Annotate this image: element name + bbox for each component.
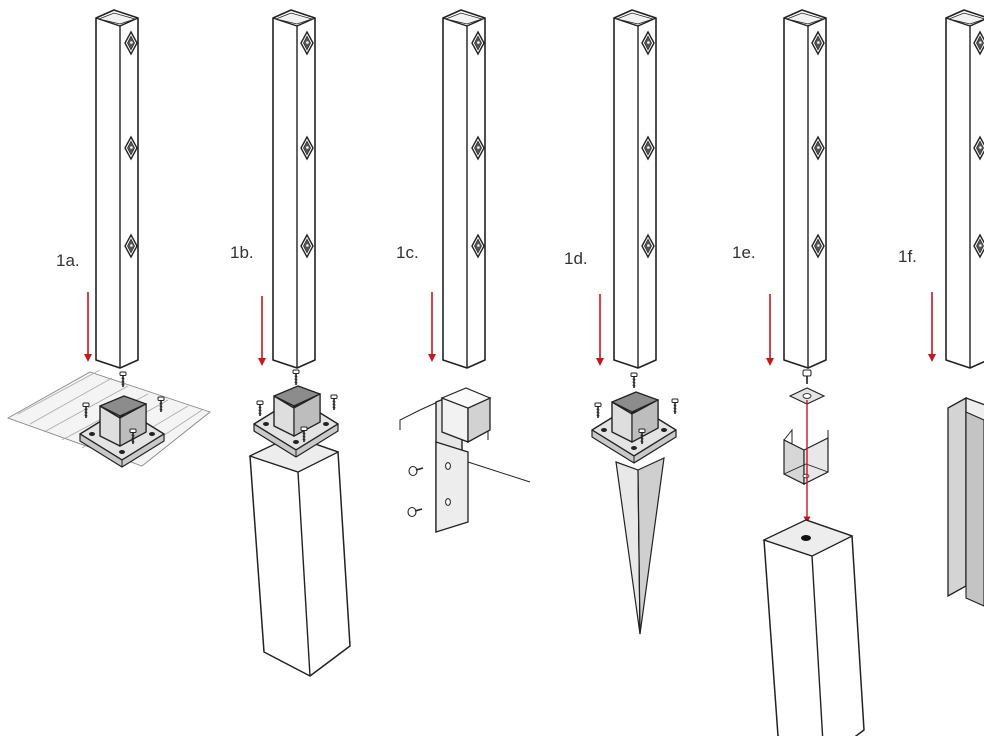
wall-bracket — [435, 387, 492, 533]
fence-post — [613, 9, 657, 369]
screw-icon — [594, 402, 602, 419]
fence-post — [783, 9, 827, 369]
step-label: 1b. — [230, 243, 254, 262]
screw-icon — [256, 400, 264, 417]
step-label: 1a. — [56, 251, 80, 270]
step-label: 1f. — [898, 247, 917, 266]
screw-icon — [330, 394, 338, 411]
screw-icon — [408, 465, 424, 477]
step-label: 1c. — [396, 243, 419, 262]
bolt-hole — [801, 535, 811, 541]
fence-post — [442, 9, 486, 369]
post-sleeve — [947, 396, 984, 607]
base-plate — [253, 385, 339, 458]
fence-post — [95, 9, 139, 369]
fence-post — [945, 9, 984, 369]
bolt-icon — [802, 369, 812, 384]
column-base — [763, 519, 865, 736]
screw-icon — [407, 506, 423, 518]
mount-option-1b: 1b. — [230, 9, 351, 677]
mount-option-1d: 1d. — [564, 9, 679, 635]
ground-spike — [615, 456, 665, 635]
mount-option-1e: 1e. — [732, 9, 865, 736]
screw-icon — [671, 398, 679, 415]
mount-option-1c: 1c. — [396, 9, 531, 533]
mount-option-1f: 1f. — [898, 9, 984, 607]
step-label: 1d. — [564, 249, 588, 268]
step-label: 1e. — [732, 243, 756, 262]
u-bracket — [783, 428, 829, 485]
base-plate — [591, 391, 677, 464]
column-base — [249, 435, 351, 677]
screw-icon — [292, 369, 300, 386]
fence-post — [272, 9, 316, 369]
washer-icon — [788, 387, 826, 405]
mount-option-1a: 1a. — [6, 9, 211, 468]
screw-icon — [630, 372, 638, 389]
